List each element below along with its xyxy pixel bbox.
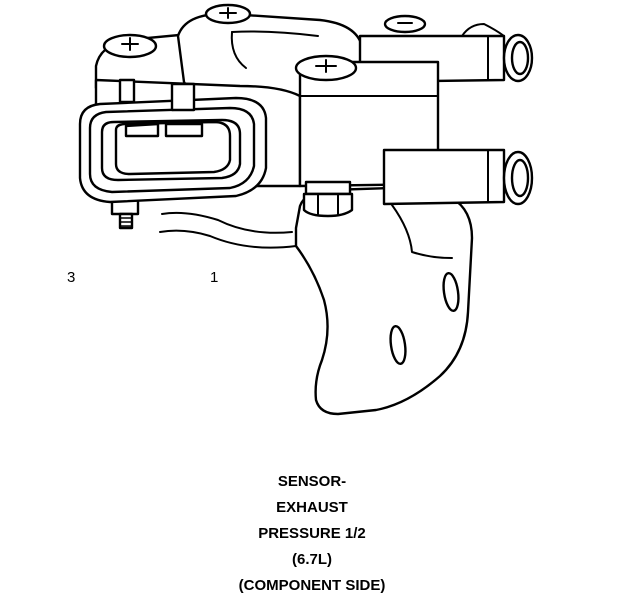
connector-terminal-3 xyxy=(124,122,160,138)
connector-latch-right xyxy=(170,82,196,112)
pin-label-3: 3 xyxy=(67,269,76,286)
component-caption: SENSOR- EXHAUST PRESSURE 1/2 (6.7L) (COM… xyxy=(0,469,624,599)
caption-line-5: (COMPONENT SIDE) xyxy=(238,577,386,594)
caption-line-3: PRESSURE 1/2 xyxy=(258,525,366,542)
screw-top-right xyxy=(383,14,427,34)
bracket-hole-lower xyxy=(389,324,407,366)
center-mounting-nut xyxy=(302,180,354,218)
connector-terminal-1 xyxy=(164,122,204,138)
caption-line-1: SENSOR- xyxy=(277,473,347,490)
lower-hose-nipple xyxy=(382,148,534,206)
screw-top-left xyxy=(102,33,158,59)
electrical-connector xyxy=(78,78,268,204)
mounting-bracket xyxy=(159,186,474,416)
sensor-illustration xyxy=(78,3,534,416)
caption-line-4: (6.7L) xyxy=(291,551,332,568)
caption-line-2: EXHAUST xyxy=(276,499,348,516)
pin-label-1: 1 xyxy=(210,269,219,286)
bracket-hole-upper xyxy=(442,271,460,313)
screw-top-center xyxy=(204,3,252,25)
connector-latch-left xyxy=(118,78,136,104)
screw-front xyxy=(294,54,358,82)
